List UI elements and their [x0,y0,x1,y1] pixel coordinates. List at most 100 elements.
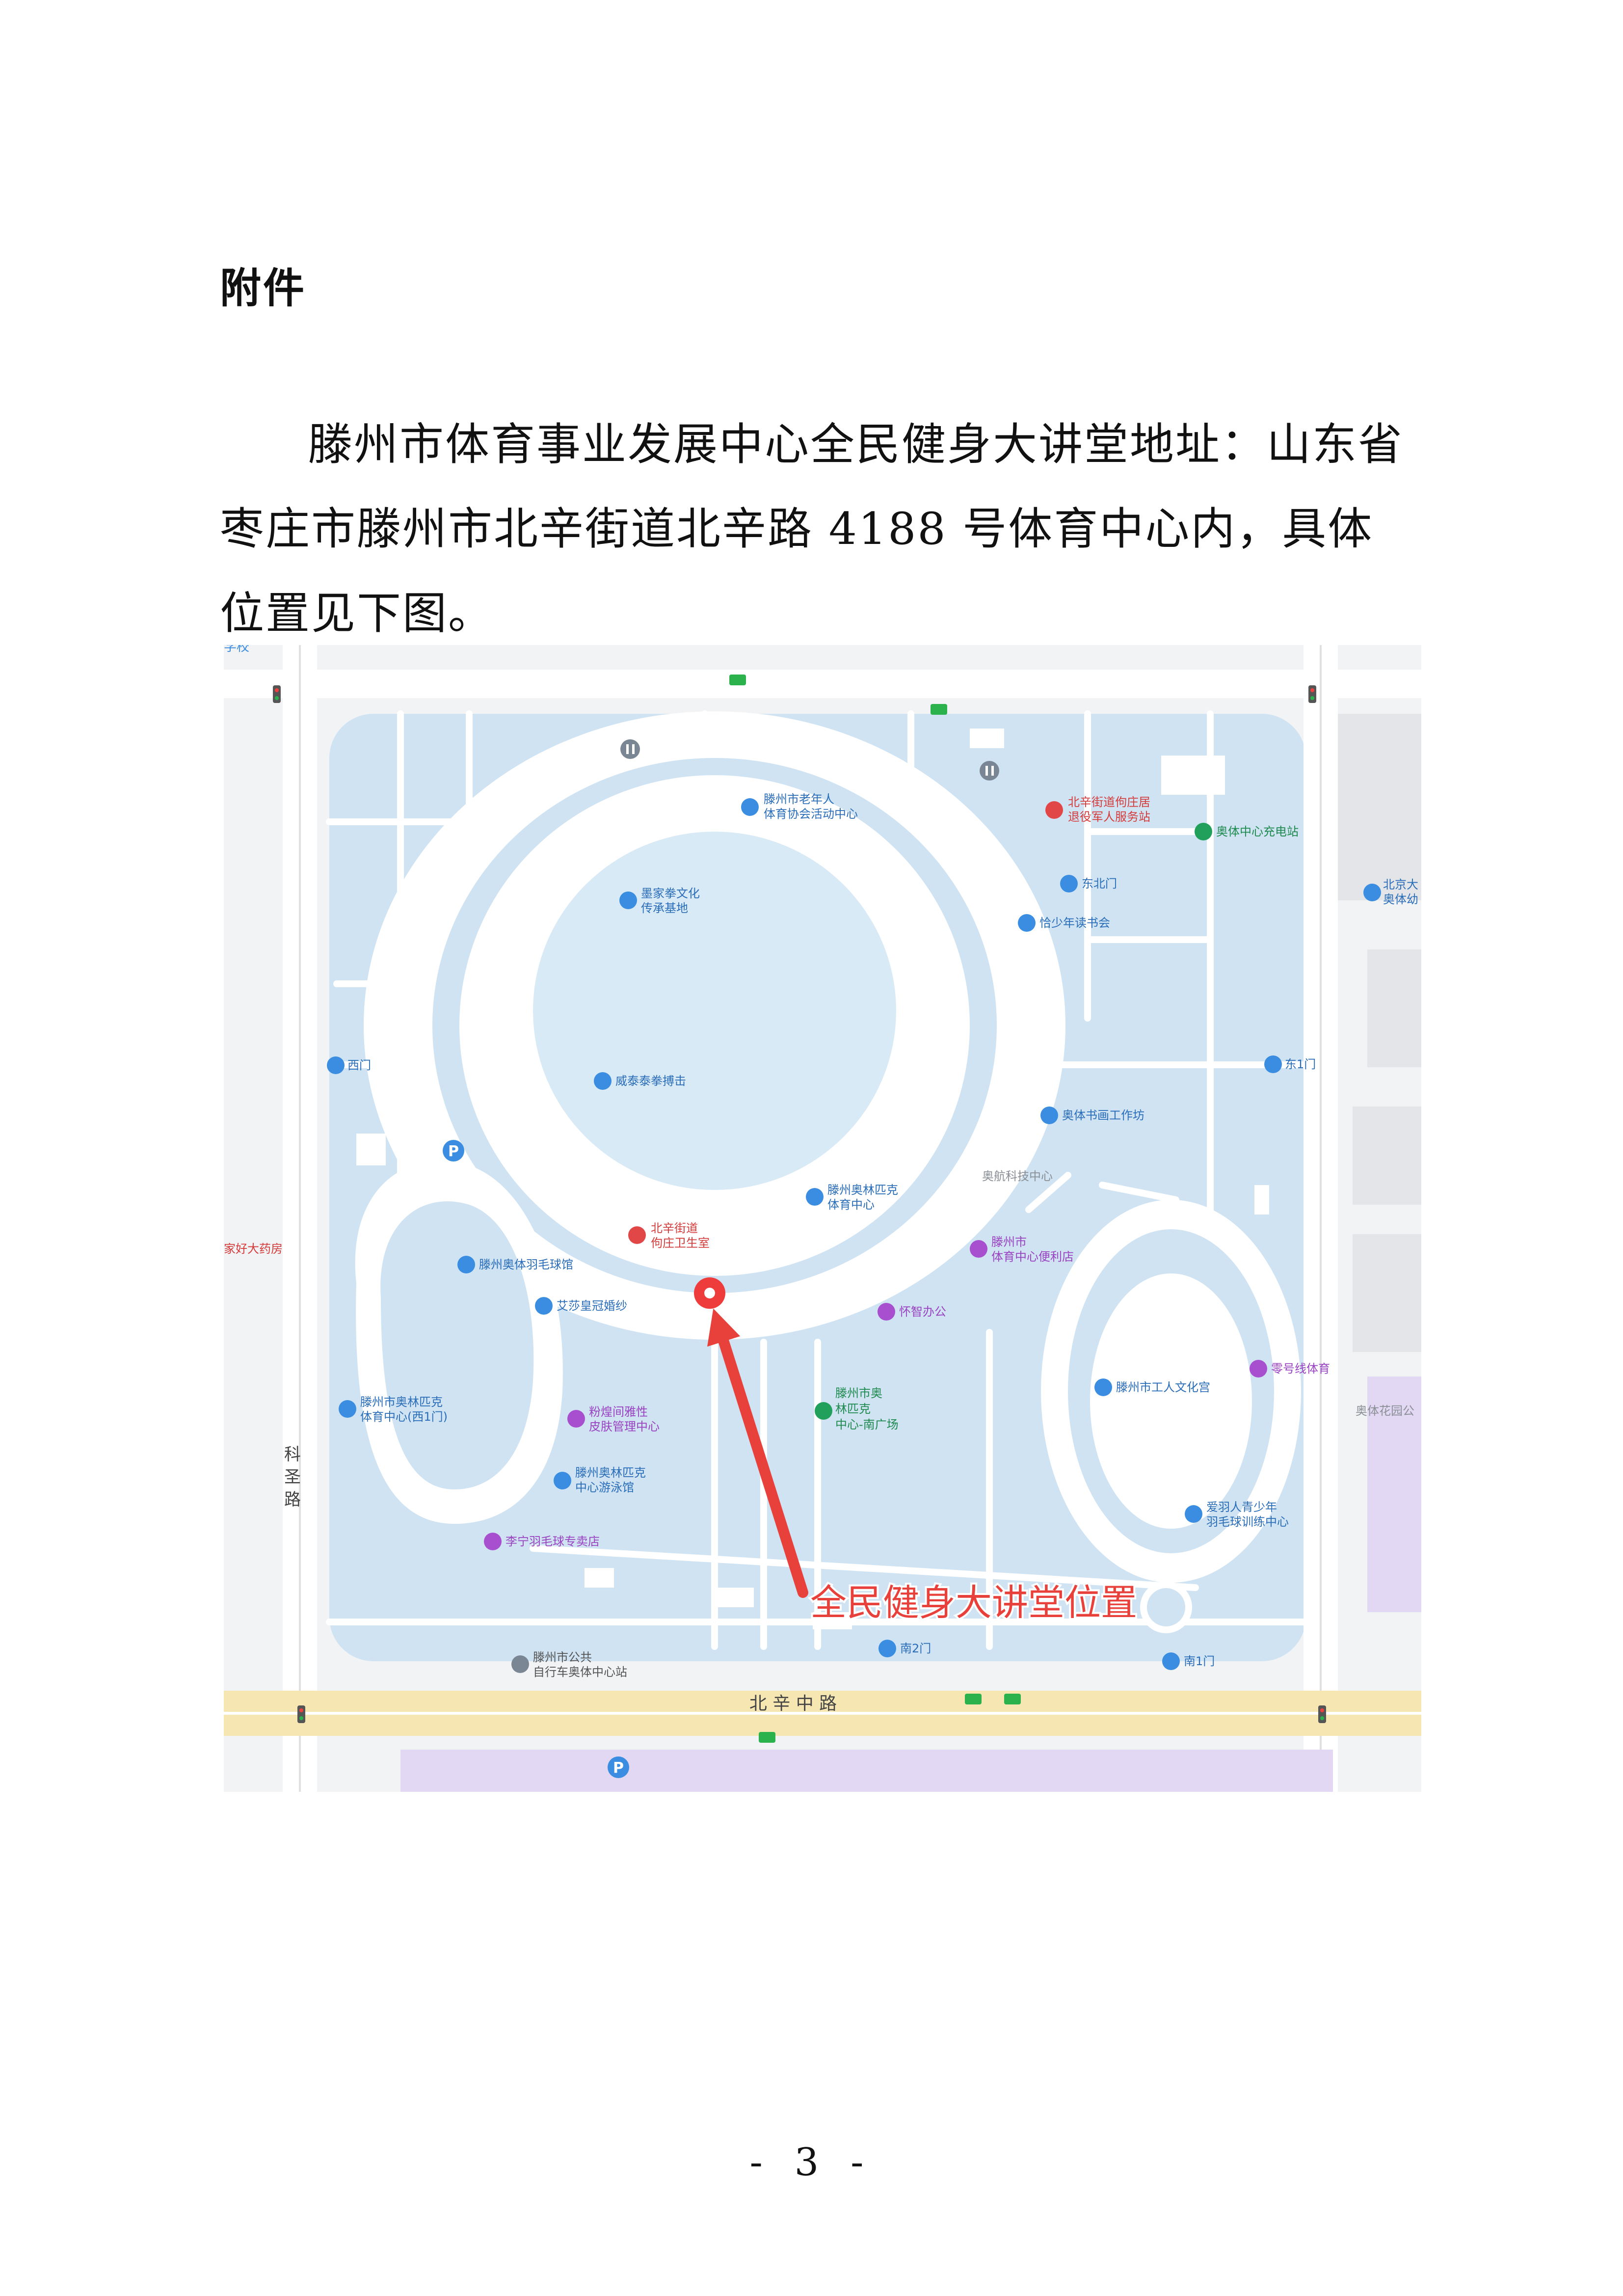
poi-west-gate[interactable]: 西门 [327,1056,371,1074]
poi-badminton-hall[interactable]: 滕州奥体羽毛球馆 [457,1256,573,1273]
poi-south-gate-2[interactable]: 南2门 [878,1640,931,1657]
poi-label: 南2门 [900,1642,931,1655]
poi-label: 羽毛球训练中心 [1206,1515,1289,1529]
restroom-icon [980,761,999,781]
parking-icon[interactable]: P [443,1140,464,1162]
poi-label: 滕州市工人文化宫 [1116,1380,1210,1394]
poi-elderly-center[interactable]: 滕州市老年人 体育协会活动中心 [741,792,858,821]
location-map[interactable]: P P 学校 滕州市老年人 体育协会活动中心 北辛街道佝庄居 退役军人服务站 奥… [224,645,1421,1792]
poi-label: 墨家拳文化 [641,887,700,900]
poi-label: 西门 [347,1058,371,1072]
poi-olympic-center[interactable]: 滕州奥林匹克 体育中心 [806,1183,898,1212]
poi-edge-north[interactable]: 北京大 奥体幼 [1363,878,1418,906]
poi-label: 滕州市奥 [835,1386,882,1400]
svg-text:科: 科 [284,1445,301,1464]
kesheng-road-label: 科 圣 路 [284,1445,301,1510]
poi-pharmacy-label: 家好大药房 [224,1242,283,1256]
poi-label: 怀智办公 [899,1305,946,1319]
poi-label: 滕州奥林匹克 [575,1466,646,1480]
poi-label: 体育中心 [827,1198,875,1212]
poi-skin-care[interactable]: 粉煌间雅性 皮肤管理中心 [567,1405,660,1433]
poi-convenience-store[interactable]: 滕州市 体育中心便利店 [970,1235,1074,1264]
park-small-buildings [356,729,1269,1629]
poi-label: 爱羽人青少年 [1206,1500,1277,1514]
attachment-heading: 附件 [220,264,307,312]
poi-label: 奥体幼 [1383,892,1418,906]
poi-label: 北辛街道佝庄居 [1068,795,1150,809]
svg-text:P: P [448,1143,459,1160]
poi-northeast-gate[interactable]: 东北门 [1060,875,1117,892]
poi-office[interactable]: 怀智办公 [878,1303,946,1321]
poi-west-gate-1[interactable]: 滕州市奥林匹克 体育中心(西1门) [339,1395,448,1424]
poi-zero-sports[interactable]: 零号线体育 [1250,1360,1330,1378]
svg-text:P: P [613,1759,624,1777]
poi-label: 滕州奥林匹克 [827,1183,898,1197]
poi-label: 粉煌间雅性 [589,1405,648,1419]
poi-label: 奥体书画工作坊 [1062,1108,1144,1122]
poi-reading-club[interactable]: 恰少年读书会 [1018,914,1110,932]
beixin-road-label: 北 辛 中 路 [749,1694,837,1714]
poi-label: 滕州市奥林匹克 [360,1395,443,1409]
poi-label: 滕州市 [991,1235,1027,1249]
poi-label: 退役军人服务站 [1068,810,1150,824]
poi-tech-center-label: 奥航科技中心 [982,1169,1053,1183]
poi-youth-badminton[interactable]: 爱羽人青少年 羽毛球训练中心 [1185,1500,1289,1529]
poi-label: 北辛街道 [651,1221,698,1235]
annotation-arrow [707,1308,808,1598]
outer-roads [224,645,1421,1792]
poi-bridal-shop[interactable]: 艾莎皇冠婚纱 [535,1297,627,1315]
poi-label: 南1门 [1184,1654,1215,1668]
poi-label: 恰少年读书会 [1039,916,1110,930]
poi-label: 零号线体育 [1271,1362,1330,1376]
poi-label: 奥体中心充电站 [1216,825,1299,838]
poi-south-plaza[interactable]: 滕州市奥 林匹克 中心-南广场 [815,1386,899,1432]
poi-label: 东1门 [1285,1057,1316,1071]
poi-label: 滕州奥体羽毛球馆 [479,1258,573,1271]
poi-label: 传承基地 [641,901,688,915]
poi-boxing[interactable]: 威泰泰拳搏击 [594,1072,686,1090]
poi-label: 皮肤管理中心 [589,1420,660,1433]
poi-south-gate-1[interactable]: 南1门 [1162,1652,1215,1670]
svg-text:路: 路 [284,1490,301,1510]
poi-label: 体育中心(西1门) [360,1410,448,1424]
poi-label: 佝庄卫生室 [651,1236,710,1250]
poi-natatorium[interactable]: 滕州奥林匹克 中心游泳馆 [554,1466,646,1494]
poi-label: 威泰泰拳搏击 [615,1074,686,1088]
location-pin-icon[interactable] [694,1277,725,1309]
poi-label: 李宁羽毛球专卖店 [506,1535,600,1548]
poi-label: 林匹克 [835,1402,871,1416]
poi-label: 东北门 [1082,877,1117,891]
page-number: - 3 - [749,2140,874,2185]
poi-park-label: 奥体花园公 [1356,1404,1414,1418]
poi-label: 自行车奥体中心站 [533,1665,627,1679]
poi-workers-palace[interactable]: 滕州市工人文化宫 [1094,1378,1210,1396]
poi-east-gate[interactable]: 东1门 [1264,1055,1316,1073]
svg-text:圣: 圣 [284,1467,301,1487]
poi-label: 北京大 [1383,878,1418,891]
purple-area [1367,1377,1421,1612]
poi-cultural-base[interactable]: 墨家拳文化 传承基地 [619,887,700,915]
poi-label: 体育中心便利店 [991,1250,1074,1264]
poi-label: 中心游泳馆 [575,1481,634,1494]
badminton-hall-inner [380,1201,534,1489]
poi-lining-store[interactable]: 李宁羽毛球专卖店 [484,1533,600,1550]
poi-veterans-station[interactable]: 北辛街道佝庄居 退役军人服务站 [1045,795,1150,824]
stadium-field [533,832,896,1190]
address-paragraph: 滕州市体育事业发展中心全民健身大讲堂地址：山东省枣庄市滕州市北辛街道北辛路 41… [220,419,1404,639]
poi-charging-station[interactable]: 奥体中心充电站 [1195,823,1299,840]
poi-label: 滕州市老年人 [764,792,834,806]
school-label: 学校 [224,645,249,654]
poi-label: 体育协会活动中心 [764,807,858,821]
buildings-right [1338,714,1421,1352]
poi-bike-station[interactable]: 滕州市公共 自行车奥体中心站 [511,1650,627,1679]
poi-label: 滕州市公共 [533,1650,592,1664]
poi-label: 艾莎皇冠婚纱 [557,1299,627,1313]
traffic-light-icons [273,685,1326,1723]
poi-clinic[interactable]: 北辛街道 佝庄卫生室 [628,1221,710,1250]
poi-label: 中心-南广场 [835,1418,899,1432]
annotation-label: 全民健身大讲堂位置 [810,1582,1137,1624]
bus-stop-icons [729,675,1021,1743]
parking-icon[interactable]: P [608,1756,629,1778]
roundabout [1140,1581,1192,1633]
poi-calligraphy[interactable]: 奥体书画工作坊 [1040,1107,1144,1124]
